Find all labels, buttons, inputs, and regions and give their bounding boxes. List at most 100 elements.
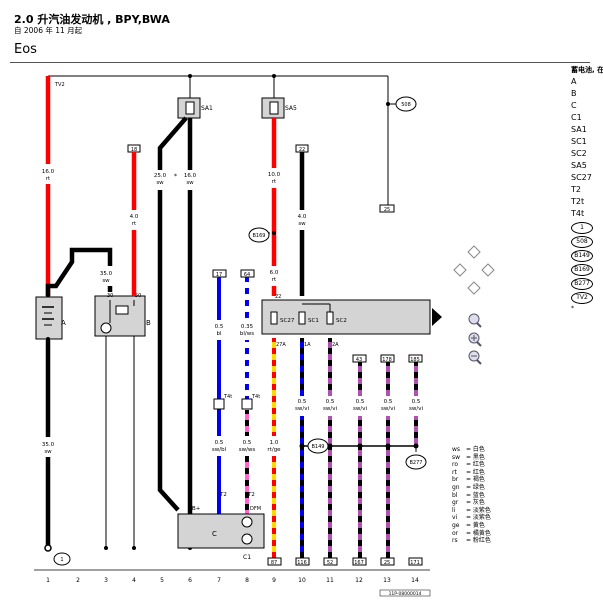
svg-text:T4t: T4t bbox=[251, 394, 260, 400]
svg-text:bl: bl bbox=[216, 331, 221, 337]
svg-text:2A: 2A bbox=[332, 342, 339, 348]
svg-text:SC27: SC27 bbox=[280, 318, 295, 324]
svg-text:35.0: 35.0 bbox=[42, 442, 55, 448]
svg-text:B277: B277 bbox=[410, 460, 423, 466]
component-legend: 蓄电池, 在 A B C C1 SA1 SC1 SC2 SA5 SC27 T2 … bbox=[571, 66, 603, 312]
svg-text:sw/vi: sw/vi bbox=[323, 406, 337, 412]
svg-text:A: A bbox=[61, 319, 66, 327]
svg-text:1: 1 bbox=[46, 577, 50, 584]
svg-text:sw: sw bbox=[44, 449, 52, 455]
svg-text:sw/vi: sw/vi bbox=[381, 406, 395, 412]
svg-text:0.5: 0.5 bbox=[326, 399, 335, 405]
zoom-minus-icon[interactable] bbox=[468, 350, 482, 365]
svg-text:25: 25 bbox=[384, 207, 390, 213]
svg-text:sw/vi: sw/vi bbox=[409, 406, 423, 412]
svg-text:sw/vi: sw/vi bbox=[353, 406, 367, 412]
svg-text:0.5: 0.5 bbox=[215, 324, 224, 330]
model-name: Eos bbox=[14, 42, 37, 57]
svg-text:16.0: 16.0 bbox=[42, 169, 55, 175]
svg-text:SA5: SA5 bbox=[285, 105, 297, 112]
fuse-holder-sc bbox=[261, 299, 431, 335]
node-b149 bbox=[307, 438, 329, 454]
svg-text:C1: C1 bbox=[243, 554, 251, 561]
svg-text:1: 1 bbox=[60, 557, 63, 563]
svg-text:11: 11 bbox=[326, 577, 334, 584]
svg-text:4.0: 4.0 bbox=[130, 214, 139, 220]
svg-text:rt/ge: rt/ge bbox=[267, 447, 281, 453]
svg-text:12: 12 bbox=[355, 577, 363, 584]
svg-text:17: 17 bbox=[216, 272, 222, 278]
svg-text:SA1: SA1 bbox=[201, 105, 213, 112]
wire-col8-swws bbox=[245, 410, 249, 514]
wire-col11-swvi bbox=[328, 338, 332, 560]
svg-text:SC1: SC1 bbox=[308, 318, 319, 324]
svg-text:16.0: 16.0 bbox=[184, 173, 197, 179]
zoom-plus-icon[interactable] bbox=[468, 332, 482, 347]
svg-text:171: 171 bbox=[410, 560, 420, 566]
svg-text:4: 4 bbox=[132, 577, 136, 584]
svg-text:0.5: 0.5 bbox=[243, 440, 252, 446]
pan-up-icon[interactable] bbox=[467, 245, 481, 259]
svg-text:5: 5 bbox=[160, 577, 164, 584]
svg-text:8: 8 bbox=[245, 577, 249, 584]
connector-25-top bbox=[379, 204, 395, 213]
svg-text:9: 9 bbox=[272, 577, 276, 584]
zoom-in-icon[interactable] bbox=[468, 313, 482, 328]
node-508 bbox=[395, 96, 417, 112]
diagram-code: 11P-08000014 bbox=[389, 591, 422, 597]
wire-col12-swvi bbox=[358, 360, 362, 560]
svg-text:0.5: 0.5 bbox=[356, 399, 365, 405]
svg-text:B169: B169 bbox=[253, 233, 266, 239]
svg-text:sw/vi: sw/vi bbox=[295, 406, 309, 412]
svg-text:14: 14 bbox=[411, 577, 419, 584]
svg-text:52: 52 bbox=[327, 560, 333, 566]
svg-text:18: 18 bbox=[131, 147, 137, 153]
svg-text:0.5: 0.5 bbox=[215, 440, 224, 446]
svg-text:87: 87 bbox=[271, 560, 277, 566]
svg-text:4.0: 4.0 bbox=[298, 214, 307, 220]
wire-battery-b bbox=[45, 247, 113, 296]
page-title: 2.0 升汽油发动机 , BPY,BWA bbox=[14, 13, 170, 26]
svg-text:T2: T2 bbox=[247, 492, 255, 498]
svg-text:10: 10 bbox=[298, 577, 306, 584]
svg-text:50: 50 bbox=[135, 293, 141, 299]
svg-text:SC2: SC2 bbox=[336, 318, 347, 324]
svg-text:167: 167 bbox=[354, 560, 364, 566]
svg-text:27A: 27A bbox=[276, 342, 286, 348]
pan-right-icon[interactable] bbox=[481, 263, 495, 277]
svg-text:rt: rt bbox=[272, 179, 277, 185]
svg-text:rt: rt bbox=[46, 176, 51, 182]
svg-text:6.0: 6.0 bbox=[270, 270, 279, 276]
svg-text:*: * bbox=[174, 173, 177, 180]
svg-text:7: 7 bbox=[217, 577, 221, 584]
node-b277 bbox=[405, 454, 427, 470]
svg-text:6: 6 bbox=[188, 577, 192, 584]
svg-text:1A: 1A bbox=[304, 342, 311, 348]
svg-text:0.5: 0.5 bbox=[384, 399, 393, 405]
svg-text:64: 64 bbox=[244, 272, 250, 278]
svg-text:C: C bbox=[212, 530, 217, 538]
svg-text:30: 30 bbox=[107, 293, 113, 299]
svg-text:sw: sw bbox=[156, 180, 164, 186]
svg-text:sw/bl: sw/bl bbox=[212, 447, 227, 453]
svg-text:22: 22 bbox=[275, 294, 281, 300]
svg-text:22: 22 bbox=[299, 147, 305, 153]
svg-text:sw/ws: sw/ws bbox=[239, 447, 256, 453]
pan-down-icon[interactable] bbox=[467, 281, 481, 295]
validity-date: 自 2006 年 11 月起 bbox=[14, 26, 83, 35]
svg-text:25: 25 bbox=[384, 560, 390, 566]
pan-controls[interactable] bbox=[453, 245, 495, 295]
node-b169 bbox=[248, 227, 270, 243]
svg-text:35.0: 35.0 bbox=[100, 271, 113, 277]
svg-text:T4t: T4t bbox=[223, 394, 232, 400]
svg-text:T2: T2 bbox=[219, 492, 227, 498]
pan-left-icon[interactable] bbox=[453, 263, 467, 277]
svg-text:3: 3 bbox=[104, 577, 108, 584]
svg-text:116: 116 bbox=[297, 560, 307, 566]
svg-text:2: 2 bbox=[76, 577, 80, 584]
svg-text:sw: sw bbox=[298, 221, 306, 227]
wire-col10-swbl bbox=[300, 338, 304, 560]
color-code-legend: ws= 白色 sw= 黑色 ro= 红色 rt= 红色 br= 褐色 gn= 绿… bbox=[452, 446, 491, 545]
svg-text:178: 178 bbox=[382, 357, 392, 363]
